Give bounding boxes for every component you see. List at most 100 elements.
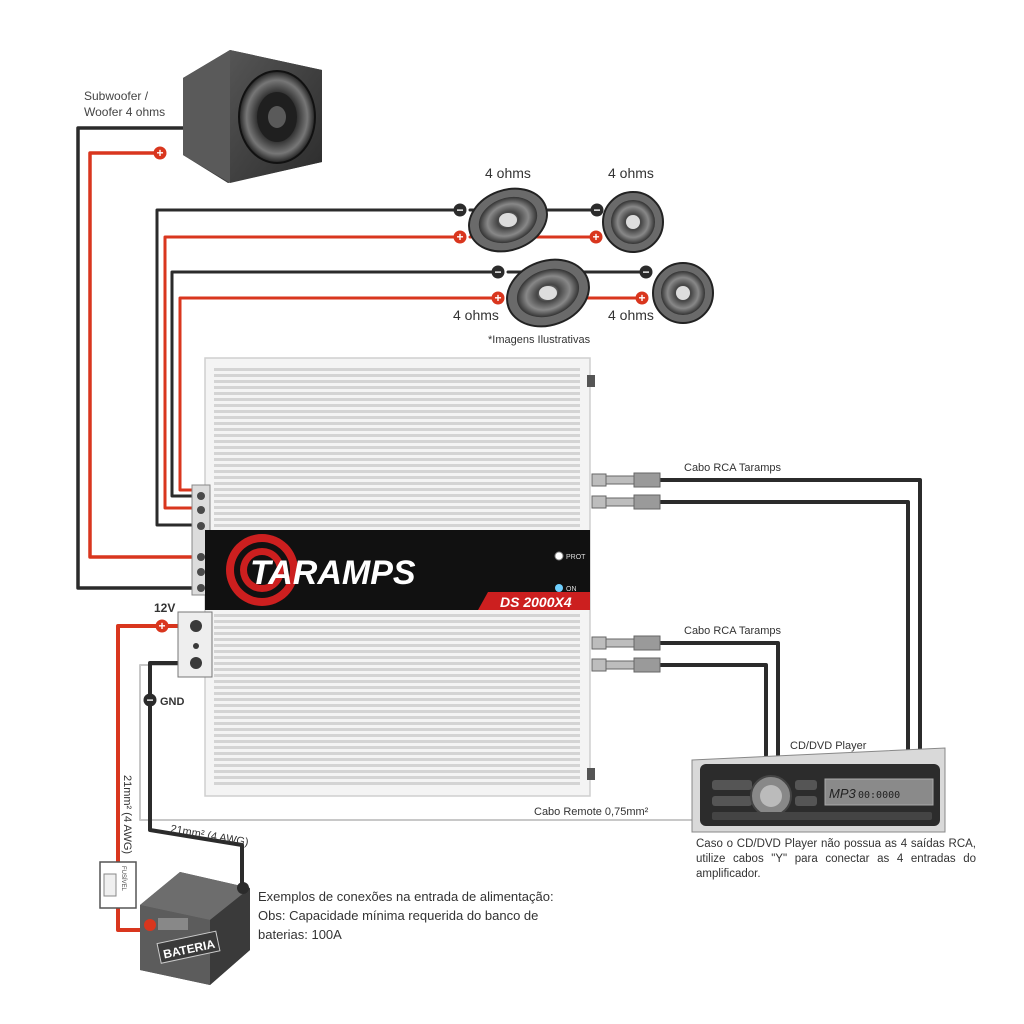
heatsink-fin <box>214 638 580 641</box>
svg-text:−: − <box>593 203 600 217</box>
heatsink-fin <box>214 380 580 383</box>
svg-text:+: + <box>456 230 463 244</box>
heatsink-fin <box>214 674 580 677</box>
cd-dvd-player: MP3 00:0000 <box>691 747 946 833</box>
heatsink-fin <box>214 368 580 371</box>
heatsink-fin <box>214 476 580 479</box>
led-on-label: ON <box>566 586 577 593</box>
taramps-logo-icon <box>226 534 298 606</box>
heatsink-fin <box>214 428 580 431</box>
speaker-front-right <box>602 191 664 253</box>
rca-bot-wire-1 <box>658 641 780 757</box>
svg-text:+: + <box>638 291 645 305</box>
svg-text:+: + <box>494 291 501 305</box>
heatsink-fin <box>214 656 580 659</box>
rca-bottom-label: Cabo RCA Taramps <box>684 625 782 637</box>
sub-negative-wire <box>76 126 207 590</box>
heatsink-fin <box>214 728 580 731</box>
heatsink-fin <box>214 716 580 719</box>
heatsink-fin <box>214 758 580 761</box>
sub-positive-wire <box>88 151 207 559</box>
heatsink-fin <box>214 680 580 683</box>
subwoofer-box <box>183 50 322 183</box>
cable-diagonal-label: 21mm² (4 AWG) <box>169 823 249 849</box>
heatsink-fin <box>214 704 580 707</box>
heatsink-fin <box>214 488 580 491</box>
heatsink-fin <box>214 404 580 407</box>
heatsink-fin <box>214 764 580 767</box>
heatsink-fin <box>214 734 580 737</box>
subwoofer-label-line2: Woofer 4 ohms <box>84 105 166 119</box>
heatsink-fin <box>214 392 580 395</box>
heatsink-fin <box>214 386 580 389</box>
power-positive-wire <box>116 624 192 932</box>
heatsink-fin <box>214 440 580 443</box>
rca-note: Caso o CD/DVD Player não possua as 4 saí… <box>696 838 976 880</box>
heatsink-fin <box>214 452 580 455</box>
heatsink-fin <box>214 410 580 413</box>
speaker-front-right-label: 4 ohms <box>608 165 654 181</box>
subwoofer-label-line1: Subwoofer / <box>84 89 149 103</box>
rca-top-label: Cabo RCA Taramps <box>684 462 782 474</box>
rca-top-wire-2 <box>658 500 910 757</box>
subwoofer-label: Subwoofer / Woofer 4 ohms <box>84 88 165 120</box>
svg-text:+: + <box>158 619 165 633</box>
polarity-markers: + − + − + − + − + + − <box>143 146 653 707</box>
svg-text:−: − <box>494 265 501 279</box>
heatsink-fin <box>214 464 580 467</box>
heatsink-fin <box>214 650 580 653</box>
gnd-label: GND <box>160 696 185 708</box>
svg-text:+: + <box>156 146 163 160</box>
heatsink-fin <box>214 692 580 695</box>
remote-cable-label: Cabo Remote 0,75mm² <box>534 806 649 818</box>
speaker-rear-left <box>506 258 590 328</box>
heatsink-fin <box>214 518 580 521</box>
brand-name: TARAMPS <box>250 554 416 592</box>
speaker-rear-left-label: 4 ohms <box>453 307 499 323</box>
heatsink-fin <box>214 614 580 617</box>
rca-top-wire-1 <box>658 478 922 757</box>
front-negative-wire <box>155 208 462 527</box>
front-positive-wire <box>163 235 462 510</box>
images-note: *Imagens Ilustrativas <box>488 334 591 346</box>
speaker-rear-right-label: 4 ohms <box>608 307 654 323</box>
heatsink-fin <box>214 494 580 497</box>
power-note-text: Obs: Capacidade mínima requerida do banc… <box>258 908 539 942</box>
amplifier: TARAMPS DS 2000X4 PROT ON <box>177 357 595 797</box>
rear-negative-wire <box>170 270 500 498</box>
svg-text:+: + <box>592 230 599 244</box>
heatsink-fin <box>214 698 580 701</box>
svg-text:FUSÍVEL: FUSÍVEL <box>120 866 127 892</box>
heatsink-fin <box>214 662 580 665</box>
heatsink-fin <box>214 752 580 755</box>
speaker-front-left-label: 4 ohms <box>485 165 531 181</box>
power-note: Exemplos de conexões na entrada de alime… <box>258 887 578 944</box>
svg-text:−: − <box>456 203 463 217</box>
heatsink-fin <box>214 770 580 773</box>
power-gnd-wire <box>148 661 244 890</box>
heatsink-fin <box>214 512 580 515</box>
heatsink-fin <box>214 524 580 527</box>
heatsink-fin <box>214 782 580 785</box>
cd-player-label: CD/DVD Player <box>790 740 867 752</box>
heatsink-fin <box>214 686 580 689</box>
heatsink-fin <box>214 458 580 461</box>
power-note-title: Exemplos de conexões na entrada de alime… <box>258 889 554 904</box>
mp3-tag: MP3 <box>829 786 857 801</box>
rca-connectors <box>591 472 661 673</box>
fuse-holder: FUSÍVEL <box>99 861 137 909</box>
heatsink-fin <box>214 668 580 671</box>
heatsink-fin <box>214 740 580 743</box>
model-name: DS 2000X4 <box>500 594 572 610</box>
heatsink-fin <box>214 644 580 647</box>
svg-text:−: − <box>146 693 153 707</box>
heatsink-fin <box>214 620 580 623</box>
heatsink-fin <box>214 500 580 503</box>
speaker-front-left <box>468 187 548 253</box>
rca-bot-wire-2 <box>658 663 768 757</box>
heatsink-fin <box>214 626 580 629</box>
heatsink-fin <box>214 746 580 749</box>
heatsink-fin <box>214 398 580 401</box>
heatsink-fin <box>214 470 580 473</box>
